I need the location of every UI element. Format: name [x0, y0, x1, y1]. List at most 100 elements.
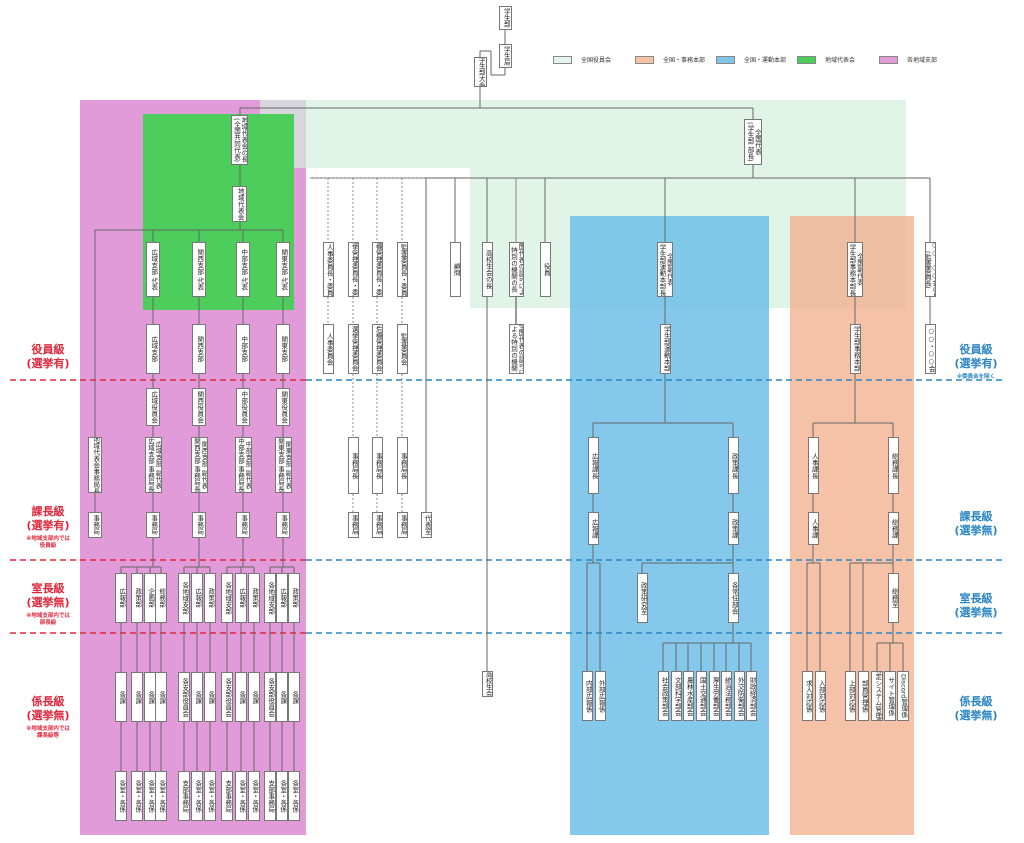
node-dept[interactable]: 各地域支部 — [264, 573, 276, 623]
node-committee-bureau[interactable]: 事務局 — [372, 512, 383, 538]
node-hs[interactable]: 高校生会 — [482, 671, 493, 697]
node-branch-office[interactable]: 事務局 — [146, 512, 160, 538]
node-section[interactable]: 各課 — [131, 672, 143, 722]
node-subcommittee[interactable]: 厚生労働部会 — [709, 671, 720, 721]
node-unit[interactable]: 各室・各係 — [288, 771, 300, 821]
node-branch[interactable]: 中部支部 — [236, 324, 250, 374]
node-pr-unit[interactable]: 内部広報係 — [582, 671, 593, 721]
node-unit[interactable]: 各室・各係 — [204, 771, 216, 821]
node-subcommittee[interactable]: 文部科学部会 — [671, 671, 682, 721]
node-pr-unit[interactable]: 外部広報係 — [595, 671, 606, 721]
node-dept[interactable]: 政策部 — [288, 573, 300, 623]
node-branch-vice[interactable]: 広域支部 副代表 (広域支部 事務局長) — [145, 437, 162, 493]
node-dept[interactable]: 広報部 — [191, 573, 203, 623]
node-other[interactable]: ○○・○○会 — [925, 324, 936, 374]
node-committee[interactable]: 危機管理委員会 — [372, 324, 383, 374]
node-regional-rep[interactable]: 関西支部 代表 — [192, 242, 206, 297]
node-subcommittee[interactable]: 外交防衛部会 — [734, 671, 745, 721]
node-committee-chair[interactable]: 監査委員長・委員 — [397, 242, 408, 297]
node-subcommittee[interactable]: 農林水産部会 — [683, 671, 694, 721]
node-committee-bureau-chief[interactable]: 事務局長 — [372, 437, 383, 494]
node-section[interactable]: 各課 — [276, 672, 288, 722]
node-section[interactable]: 各支部役員会 — [264, 672, 276, 722]
node-committee-bureau[interactable]: 事務局 — [348, 512, 359, 538]
node-branch-officers[interactable]: 広域役員会 — [146, 388, 160, 426]
node-regional-office[interactable]: 事務局 — [88, 512, 102, 538]
node-dept[interactable]: 広報部 — [235, 573, 247, 623]
node-committee-chair[interactable]: 人事委員長・委員 — [323, 242, 334, 297]
node-branch-office[interactable]: 事務局 — [192, 512, 206, 538]
node-unit[interactable]: 各室・各係 — [191, 771, 203, 821]
node-gen-div[interactable]: 総務課 — [888, 512, 899, 545]
node-committee-chair[interactable]: 選挙管理委員長・委員 — [348, 242, 359, 297]
node-branch[interactable]: 関東支部 — [276, 324, 290, 374]
node-committee-chair[interactable]: 危機管理委員長・委員 — [372, 242, 383, 297]
node-officers[interactable]: 役員 — [540, 242, 551, 297]
node-policy-room[interactable]: 政策研究室 — [637, 573, 648, 623]
node-dept[interactable]: 総務部 — [155, 573, 167, 623]
node-regional-bureau-chief[interactable]: 地域代表会事務局長 — [88, 437, 102, 493]
node-dept[interactable]: 政策部 — [204, 573, 216, 623]
node-branch-vice[interactable]: 関東支部 副代表 (関東支部 事務局長) — [275, 437, 292, 493]
node-pr-div[interactable]: 広報課 — [588, 512, 599, 545]
node-committee[interactable]: 選挙管理委員会 — [348, 324, 359, 374]
node-subcommittee[interactable]: 財政経済部会 — [746, 671, 757, 721]
node-policy-chief[interactable]: 政策課長 — [728, 437, 739, 494]
node-campaign-vice[interactable]: 全国副代表 (学生部運動本部長) — [657, 242, 673, 297]
node-dept[interactable]: 広報部 — [115, 573, 127, 623]
node-pr-chief[interactable]: 広報課長 — [588, 437, 599, 494]
node-unit[interactable]: 各室・各係 — [115, 771, 127, 821]
node-hr-div[interactable]: 人事課 — [808, 512, 819, 545]
node-branch-vice[interactable]: 中部支部 副代表 (中部支部 事務局長) — [235, 437, 252, 493]
node-branch-office[interactable]: 事務局 — [236, 512, 250, 538]
node-admin-vice[interactable]: 全国副代表 (学生部事務本部長) — [847, 242, 863, 297]
node-dept[interactable]: 各地域支部 — [178, 573, 190, 623]
node-unit[interactable]: 各室・各係 — [276, 771, 288, 821]
node-branch-officers[interactable]: 関東役員会 — [276, 388, 290, 426]
node-dept[interactable]: 広報部 — [276, 573, 288, 623]
node-regional-rep[interactable]: 関東支部 代表 — [276, 242, 290, 297]
node-branch-office[interactable]: 事務局 — [276, 512, 290, 538]
node-committee[interactable]: 人事委員会 — [323, 324, 334, 374]
node-gakuseikyoku[interactable]: 学生局 — [499, 44, 512, 68]
node-unit[interactable]: 各室・各係 — [155, 771, 167, 821]
node-committee[interactable]: 監査委員会 — [397, 324, 408, 374]
node-gakuseibu[interactable]: 学生部 — [499, 6, 512, 30]
node-policy-div[interactable]: 政策課 — [728, 512, 739, 545]
node-admin-unit[interactable]: サイト管理係 — [884, 671, 896, 721]
node-unit[interactable]: 支部事務局 — [178, 771, 190, 821]
node-dept[interactable]: 各地域支部 — [221, 573, 233, 623]
node-unit[interactable]: 支部事務局 — [264, 771, 276, 821]
node-committee-bureau-chief[interactable]: 事務局長 — [348, 437, 359, 494]
node-hs-head[interactable]: 高校生会の長 — [482, 242, 493, 297]
node-special[interactable]: 全国代表の認可に よる特別の機関 — [509, 324, 524, 374]
node-section[interactable]: 各支部役員会 — [178, 672, 190, 722]
node-branch[interactable]: 関西支部 — [192, 324, 206, 374]
node-dept[interactable]: 政策部 — [131, 573, 143, 623]
node-section[interactable]: 各課 — [248, 672, 260, 722]
node-section[interactable]: 各課 — [115, 672, 127, 722]
node-gen-room[interactable]: 総務室 — [888, 573, 899, 623]
node-admin-unit[interactable]: 入部対応係 — [815, 671, 826, 721]
node-admin-unit[interactable]: 部員管理係 — [858, 671, 869, 721]
node-admin-unit[interactable]: 上部対応係 — [845, 671, 856, 721]
node-unit[interactable]: 各室・各係 — [248, 771, 260, 821]
node-branch-officers[interactable]: 関西役員会 — [192, 388, 206, 426]
node-unit[interactable]: 各室・各係 — [235, 771, 247, 821]
node-admin-unit[interactable]: Discord管理係 — [897, 671, 909, 721]
node-section[interactable]: 各支部役員会 — [221, 672, 233, 722]
node-subcommittee[interactable]: 統治法務部会 — [721, 671, 732, 721]
node-admin-unit[interactable]: 求人対応係 — [802, 671, 813, 721]
node-unit[interactable]: 各室・各係 — [131, 771, 143, 821]
node-gen-chief[interactable]: 総務課長 — [888, 437, 899, 494]
node-regional-council[interactable]: 地域代表会 — [232, 186, 247, 222]
node-campaign-hq[interactable]: 学生部運動本部 — [660, 324, 671, 374]
node-section[interactable]: 各課 — [155, 672, 167, 722]
node-regional-rep[interactable]: 中部支部 代表 — [236, 242, 250, 297]
node-admin-unit[interactable]: 特定システム管理係 — [871, 671, 883, 721]
node-section[interactable]: 各課 — [288, 672, 300, 722]
node-regional-rep[interactable]: 広域支部 代表 — [146, 242, 160, 297]
node-branch-officers[interactable]: 中部役員会 — [236, 388, 250, 426]
node-standing-council[interactable]: 各常任部会 — [728, 573, 739, 623]
